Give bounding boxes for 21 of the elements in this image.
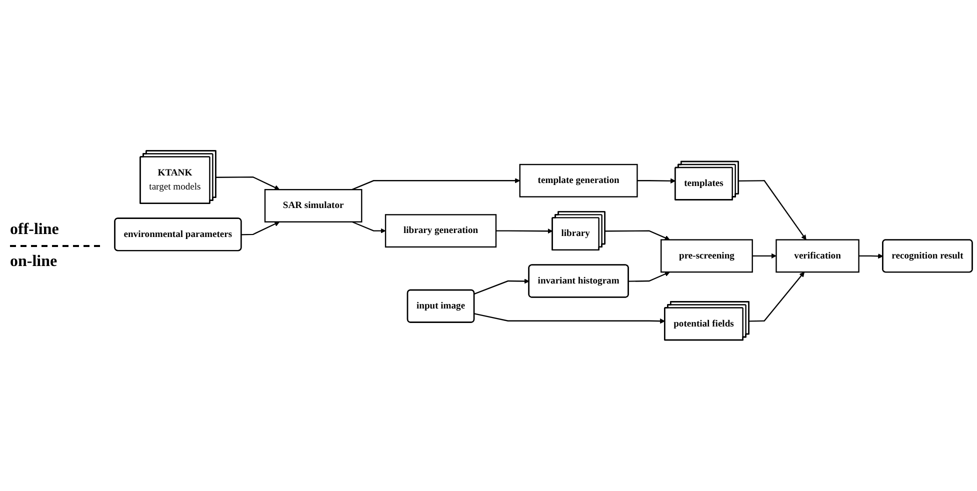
arrow [858, 254, 884, 259]
arrow [749, 272, 805, 322]
arrow [352, 178, 520, 190]
arrow [628, 272, 670, 282]
section-label: on-line [10, 252, 58, 270]
arrow [216, 176, 280, 190]
arrow [605, 230, 670, 240]
node-box: library generation [384, 214, 497, 248]
arrow [637, 178, 676, 184]
node-box: pre-screening [660, 239, 753, 273]
arrow [474, 278, 530, 295]
arrow [241, 222, 280, 236]
arrow [474, 313, 666, 324]
section-label: off-line [10, 220, 60, 238]
node-box: template generation [519, 164, 638, 198]
arrow [752, 253, 776, 259]
node-box: verification [776, 239, 860, 273]
arrow [738, 180, 806, 240]
arrow [496, 228, 553, 234]
arrow [352, 221, 386, 234]
node-box: SAR simulator [264, 189, 362, 223]
